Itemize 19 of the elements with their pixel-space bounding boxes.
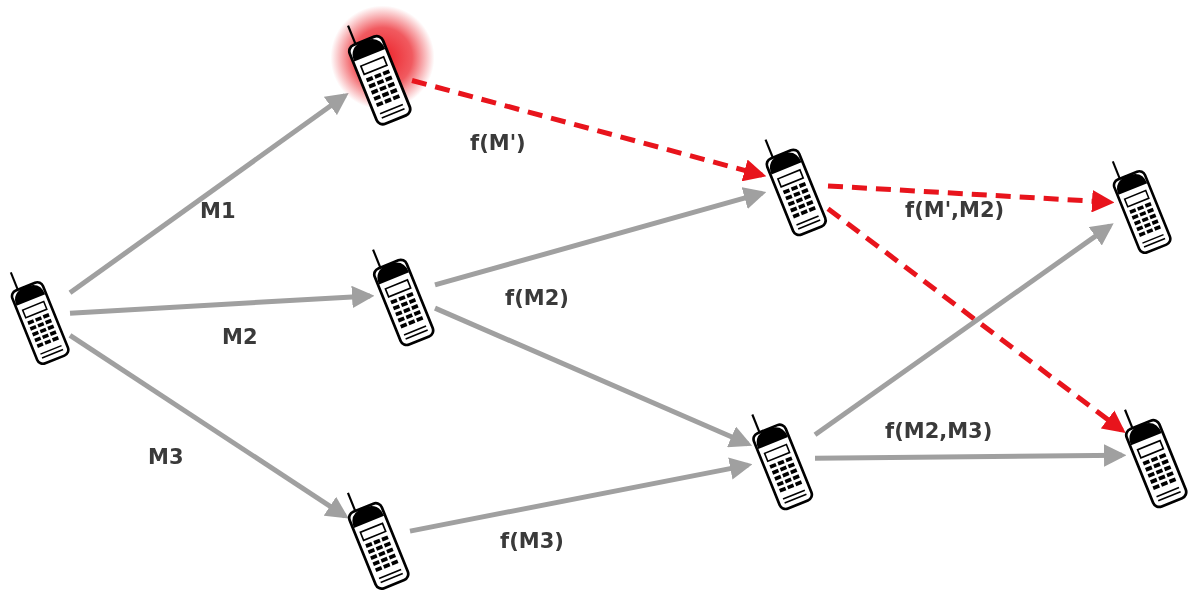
arrow xyxy=(68,92,349,295)
dashed-arrow xyxy=(411,78,767,182)
edge-label: M3 xyxy=(148,446,184,470)
arrow xyxy=(434,305,753,448)
arrow xyxy=(814,444,1127,467)
dashed-arrow xyxy=(827,183,1115,213)
edge-label: f(M2) xyxy=(505,287,569,311)
arrow xyxy=(434,187,767,288)
arrow xyxy=(68,333,349,519)
edge-label: f(M') xyxy=(470,132,526,156)
edge-label: f(M',M2) xyxy=(905,199,1005,223)
edge-label: M1 xyxy=(200,200,236,224)
arrow xyxy=(409,457,753,534)
arrow xyxy=(813,223,1114,437)
edge-label: f(M2,M3) xyxy=(885,420,993,444)
edge-label: M2 xyxy=(222,326,258,350)
arrow xyxy=(69,285,375,316)
edge-label: f(M3) xyxy=(500,530,564,554)
dashed-arrow xyxy=(826,206,1126,433)
